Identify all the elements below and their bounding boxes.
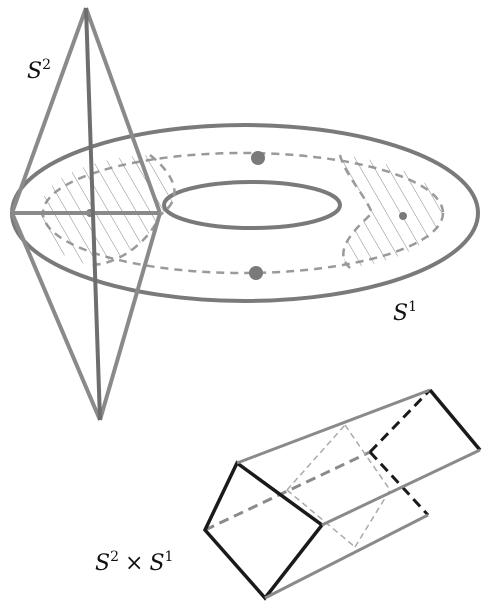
label-circle: S1 bbox=[393, 299, 417, 326]
top-point-dot bbox=[251, 151, 265, 165]
dashed-right-inner-boundary bbox=[338, 154, 374, 269]
circle-label-base: S bbox=[393, 301, 408, 326]
prism-mid-dashed-1 bbox=[286, 424, 346, 491]
product-prism bbox=[202, 388, 482, 601]
inner-torus-hole bbox=[162, 180, 342, 230]
right-point-dot bbox=[399, 212, 407, 220]
product-right-base: S bbox=[149, 551, 164, 576]
prism-mid-dashed-3 bbox=[344, 424, 391, 491]
bottom-point-dot bbox=[249, 266, 263, 280]
prism-mid-dashed-4 bbox=[354, 489, 391, 548]
cone-top-left-edge bbox=[10, 7, 88, 214]
label-product: S2×S1 bbox=[95, 549, 173, 576]
product-left-base: S bbox=[95, 551, 110, 576]
prism-back-dashed-2 bbox=[368, 388, 432, 454]
prism-back-dashed-3 bbox=[368, 450, 430, 517]
prism-back-dashed-1 bbox=[204, 450, 371, 532]
product-left-exp: 2 bbox=[110, 549, 119, 565]
prism-bottom-edge bbox=[264, 513, 429, 600]
sphere-label-exp: 2 bbox=[42, 57, 51, 73]
prism-mid-dashed-2 bbox=[286, 489, 356, 548]
circle-label-exp: 1 bbox=[408, 299, 417, 315]
prism-top-edge bbox=[236, 388, 431, 465]
prism-right-top-edge bbox=[428, 388, 482, 452]
cone-top-right-edge bbox=[84, 7, 162, 214]
product-operator: × bbox=[125, 551, 143, 576]
label-sphere: S2 bbox=[27, 57, 51, 84]
svg-text:S2: S2 bbox=[27, 57, 51, 84]
product-right-exp: 1 bbox=[165, 549, 174, 565]
svg-text:S1: S1 bbox=[393, 299, 417, 326]
svg-text:S2×S1: S2×S1 bbox=[95, 549, 173, 576]
cone-bottom-right-edge bbox=[98, 212, 162, 421]
cone-vertical-axis bbox=[84, 7, 102, 421]
prism-middle-edge bbox=[321, 448, 481, 527]
sphere-label-base: S bbox=[27, 59, 42, 84]
sphere-double-cone bbox=[10, 7, 162, 421]
cone-bottom-left-edge bbox=[10, 212, 102, 421]
